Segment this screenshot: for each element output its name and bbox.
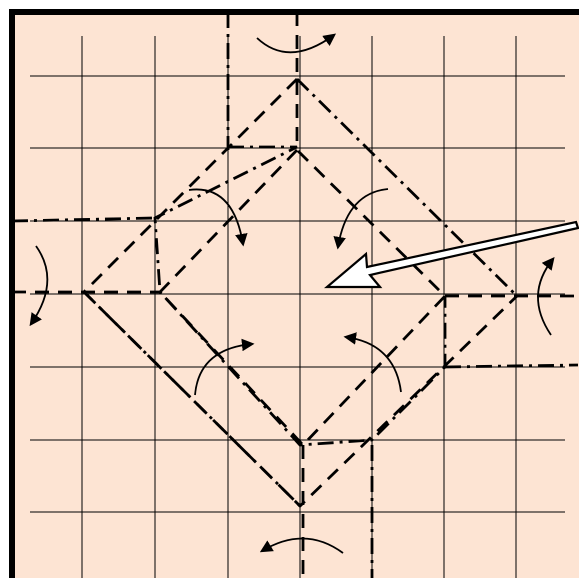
pointer-arrow [323, 220, 579, 289]
diagram-frame [9, 9, 579, 578]
dash-dot-fold-line [444, 363, 579, 369]
dash-dot-fold-line [11, 216, 156, 223]
inner-dash-dot-square [153, 145, 447, 447]
dashed-fold-lines [12, 12, 578, 578]
dash-dot-fold-lines [11, 12, 579, 578]
curved-arrow-inner-bottom-right [343, 332, 402, 393]
curved-arrow-inner-top-left [188, 188, 248, 247]
paper-background [12, 12, 579, 578]
outer-dash-dot-edge [83, 291, 301, 507]
curved-arrow-inner-bottom-left [194, 338, 255, 396]
curved-arrow-left [29, 245, 49, 327]
outer-dashed-square [82, 78, 518, 508]
curved-arrow-top [256, 33, 337, 54]
curved-arrow-right [537, 257, 555, 336]
curved-arrow-bottom [259, 537, 344, 554]
pointer-arrow-shape [323, 220, 579, 289]
curved-arrow-inner-top-right [333, 188, 389, 250]
grid-lines [30, 36, 565, 578]
outer-dash-dot-edge [296, 78, 518, 297]
curved-fold-arrows [29, 33, 555, 554]
